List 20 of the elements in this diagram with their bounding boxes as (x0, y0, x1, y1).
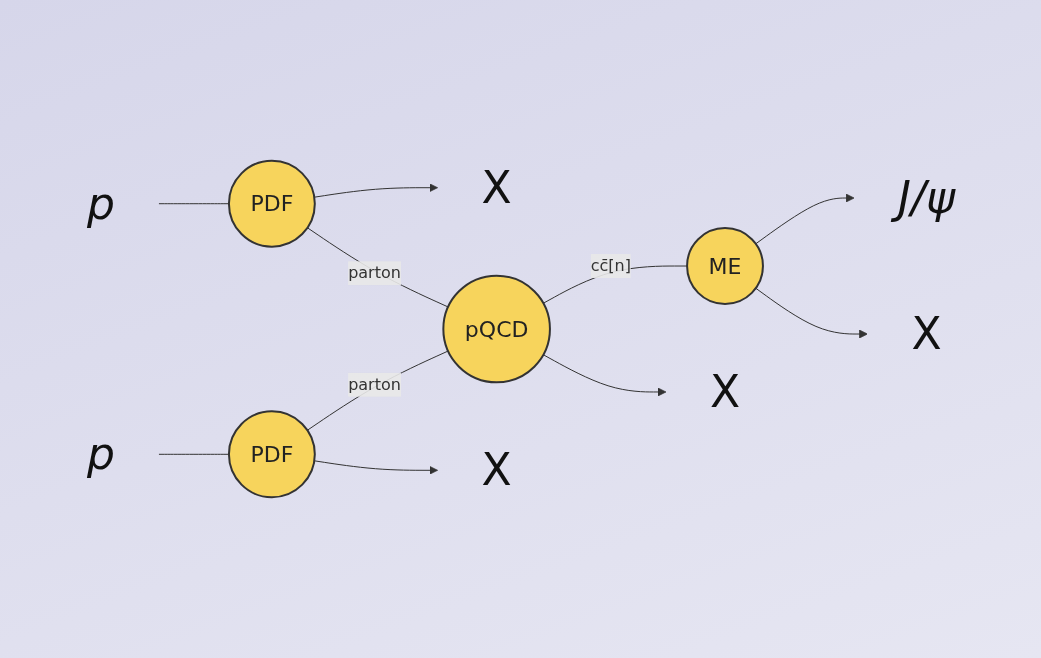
node-text: X (709, 365, 740, 417)
node-circle: PDF (227, 410, 316, 499)
arrow (754, 287, 868, 339)
arrow (542, 354, 666, 397)
connector (157, 203, 229, 205)
node-circle: pQCD (441, 274, 551, 384)
arrow (313, 183, 438, 198)
arrow (313, 460, 438, 475)
node-circle: PDF (227, 159, 316, 248)
node-text: X (910, 308, 942, 360)
edge-label: cc̄[n] (590, 256, 631, 276)
node-text: X (481, 444, 512, 496)
edge-label: parton (347, 263, 401, 283)
node-text: p (86, 428, 115, 480)
node-circle: ME (685, 227, 764, 305)
node-text: X (481, 161, 512, 213)
node-text: p (86, 177, 115, 229)
arrow (754, 193, 855, 245)
connector (157, 453, 229, 455)
edge-label: parton (347, 374, 401, 394)
